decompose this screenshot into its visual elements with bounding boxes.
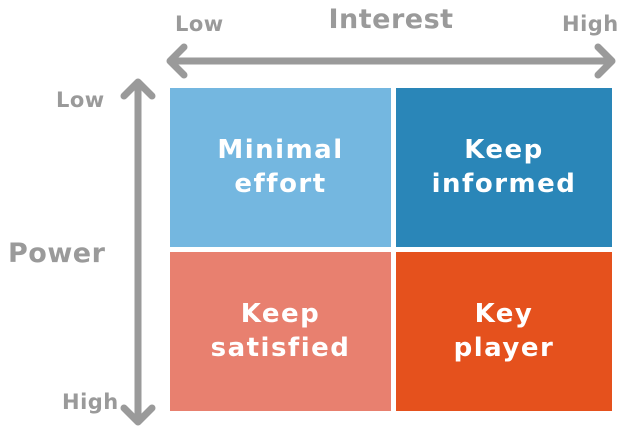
quadrant-label-line: effort <box>234 168 327 199</box>
power-axis-title: Power <box>8 238 106 269</box>
interest-axis-arrow-icon <box>166 43 616 79</box>
quadrant-label-line: Keep <box>464 135 544 166</box>
power-low-label: Low <box>56 88 105 112</box>
quadrant-key-player: Key player <box>396 252 612 411</box>
interest-low-label: Low <box>175 12 224 36</box>
power-high-label: High <box>62 390 119 414</box>
quadrant-label-line: satisfied <box>210 332 351 363</box>
quadrant-label-line: Keep <box>240 299 321 330</box>
quadrant-keep-satisfied: Keep satisfied <box>170 252 391 411</box>
matrix-grid: Minimal effort Keep informed Keep satisf… <box>162 80 618 420</box>
quadrant-label-line: Key <box>474 299 534 330</box>
interest-axis-title: Interest <box>328 4 454 35</box>
power-axis-arrow-icon <box>120 78 156 426</box>
quadrant-keep-informed: Keep informed <box>396 88 612 247</box>
quadrant-minimal-effort: Minimal effort <box>170 88 391 247</box>
interest-high-label: High <box>562 12 619 36</box>
quadrant-label-line: player <box>453 332 555 363</box>
quadrant-label-line: Minimal <box>217 135 344 166</box>
quadrant-label-line: informed <box>431 168 577 199</box>
